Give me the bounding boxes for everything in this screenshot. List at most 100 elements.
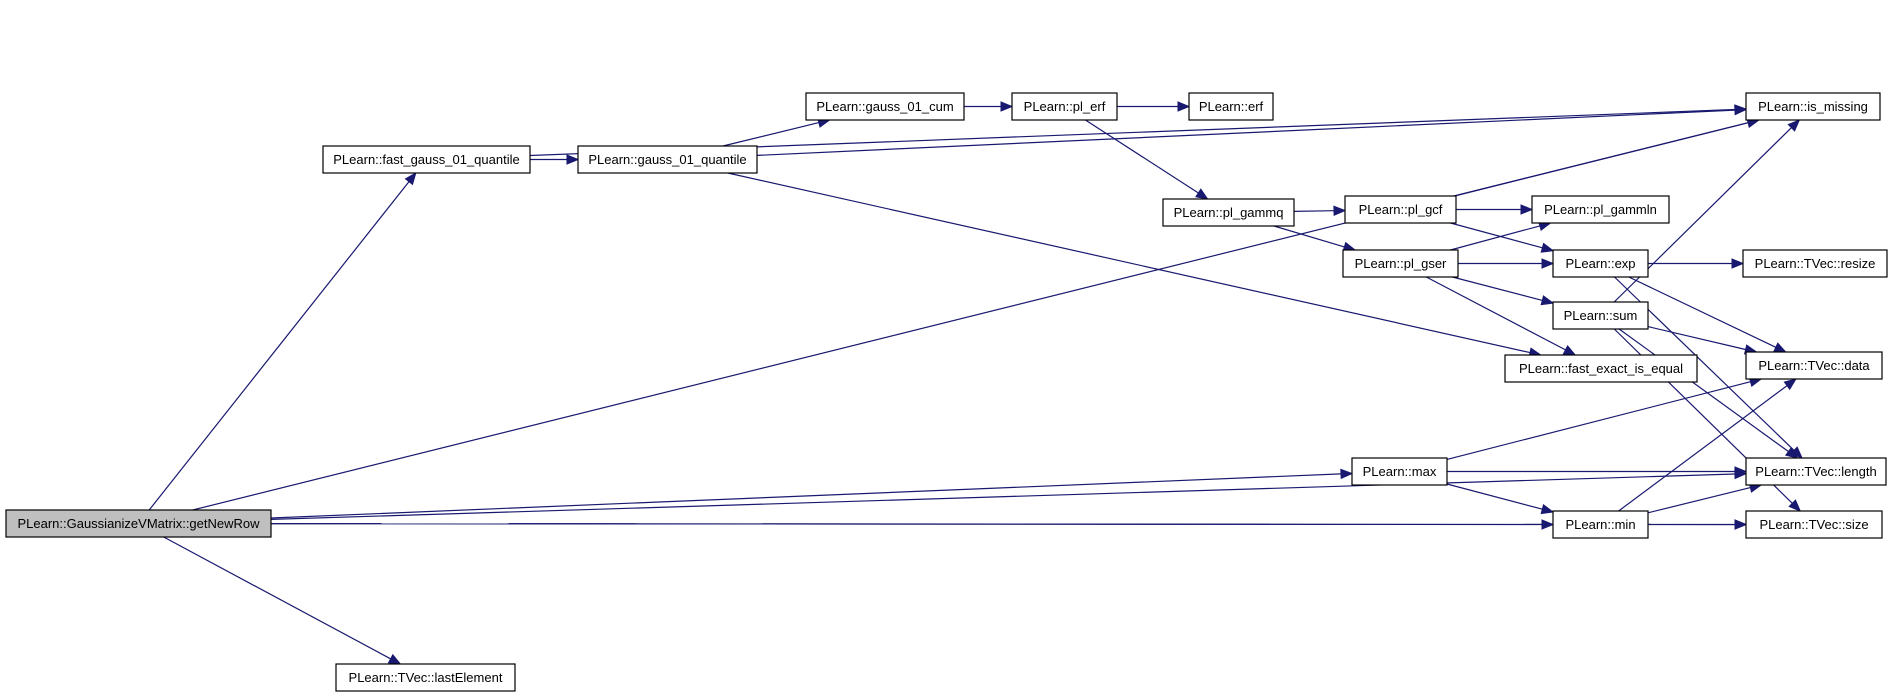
node-tvec_data[interactable]: PLearn::TVec::data [1745,351,1883,380]
arrowhead-is_missing-from-gauss_01_quantile [1734,104,1748,116]
node-label-pl_gammln: PLearn::pl_gammln [1544,202,1657,217]
arrowhead-fast_exact_is_equal-from-pl_gser [1562,345,1577,356]
node-label-gauss_01_cum: PLearn::gauss_01_cum [816,99,953,114]
arrowhead-pl_erf-from-gauss_01_cum [1000,101,1014,112]
node-tvec_resize[interactable]: PLearn::TVec::resize [1742,249,1888,278]
node-box-tvec_lastElement[interactable] [335,663,516,692]
node-box-getNewRow[interactable] [5,509,272,538]
node-fast_exact_is_equal[interactable]: PLearn::fast_exact_is_equal [1504,354,1698,383]
nodes-layer: PLearn::GaussianizeVMatrix::getNewRowPLe… [5,92,1888,692]
node-box-tvec_resize[interactable] [1742,249,1888,278]
arrowhead-fast_gauss_01_quantile-from-getNewRow [404,171,417,186]
node-box-erf[interactable] [1188,92,1274,121]
node-label-min: PLearn::min [1565,517,1635,532]
arrowhead-tvec_lastElement-from-getNewRow [387,653,402,665]
arrowhead-max-from-getNewRow [1340,468,1354,480]
edge-pl_gammq-to-pl_gser [1273,225,1345,248]
node-label-gauss_01_quantile: PLearn::gauss_01_quantile [588,152,746,167]
node-box-max[interactable] [1351,457,1448,486]
node-label-sum: PLearn::sum [1564,308,1638,323]
node-label-is_missing: PLearn::is_missing [1758,99,1868,114]
node-box-min[interactable] [1552,510,1649,539]
node-pl_gser[interactable]: PLearn::pl_gser [1342,249,1459,278]
node-label-fast_gauss_01_quantile: PLearn::fast_gauss_01_quantile [333,152,519,167]
node-label-tvec_lastElement: PLearn::TVec::lastElement [349,670,503,685]
node-label-fast_exact_is_equal: PLearn::fast_exact_is_equal [1519,361,1683,376]
node-exp[interactable]: PLearn::exp [1552,249,1649,278]
arrowhead-tvec_length-from-max [1734,466,1748,477]
edge-gauss_01_quantile-to-gauss_01_cum [722,122,820,147]
node-label-erf: PLearn::erf [1199,99,1264,114]
edges-layer [148,101,1803,665]
arrowhead-tvec_data-from-exp [1773,342,1787,353]
node-box-exp[interactable] [1552,249,1649,278]
node-box-is_missing[interactable] [1745,92,1881,121]
arrowhead-gauss_01_quantile-from-fast_gauss_01_quantile [566,154,580,165]
arrowhead-tvec_resize-from-exp [1731,258,1745,269]
edge-pl_erf-to-pl_gammq [1085,119,1199,194]
arrowhead-tvec_size-from-sum [1788,499,1802,512]
node-gauss_01_quantile[interactable]: PLearn::gauss_01_quantile [577,145,758,174]
arrowhead-exp-from-pl_gser [1541,258,1555,269]
node-gauss_01_cum[interactable]: PLearn::gauss_01_cum [805,92,965,121]
node-label-pl_gcf: PLearn::pl_gcf [1359,202,1443,217]
node-box-fast_exact_is_equal[interactable] [1504,354,1698,383]
node-box-tvec_data[interactable] [1745,351,1883,380]
node-erf[interactable]: PLearn::erf [1188,92,1274,121]
node-box-tvec_length[interactable] [1745,457,1887,486]
node-pl_gcf[interactable]: PLearn::pl_gcf [1344,195,1457,224]
node-max[interactable]: PLearn::max [1351,457,1448,486]
edge-max-to-tvec_data [1446,381,1751,460]
node-fast_gauss_01_quantile[interactable]: PLearn::fast_gauss_01_quantile [322,145,531,174]
node-tvec_size[interactable]: PLearn::TVec::size [1745,510,1883,539]
node-getNewRow[interactable]: PLearn::GaussianizeVMatrix::getNewRow [5,509,272,538]
edge-pl_gcf-to-is_missing [1454,122,1749,197]
node-box-pl_gcf[interactable] [1344,195,1457,224]
node-box-gauss_01_cum[interactable] [805,92,965,121]
node-pl_gammln[interactable]: PLearn::pl_gammln [1531,195,1670,224]
arrowhead-pl_gammln-from-pl_gcf [1520,204,1534,215]
node-pl_gammq[interactable]: PLearn::pl_gammq [1162,198,1295,227]
node-box-pl_erf[interactable] [1011,92,1118,121]
arrowhead-sum-from-pl_gser [1540,295,1555,306]
node-box-pl_gammq[interactable] [1162,198,1295,227]
node-box-sum[interactable] [1552,301,1649,330]
edge-pl_gser-to-sum [1452,276,1543,301]
edge-gauss_01_quantile-to-fast_exact_is_equal [727,172,1531,354]
edge-getNewRow-to-fast_gauss_01_quantile [148,181,410,511]
edge-pl_gser-to-pl_gammln [1450,225,1541,251]
arrowhead-pl_gammq-from-pl_erf [1195,188,1209,200]
arrowhead-min-from-max [1540,503,1555,515]
arrowhead-tvec_size-from-min [1734,519,1748,530]
arrowhead-is_missing-from-sum [1787,119,1801,132]
node-label-exp: PLearn::exp [1565,256,1635,271]
node-min[interactable]: PLearn::min [1552,510,1649,539]
edge-pl_gcf-to-exp [1450,222,1543,249]
edge-exp-to-tvec_data [1628,276,1777,348]
edge-getNewRow-to-tvec_size [270,523,1736,526]
node-label-tvec_resize: PLearn::TVec::resize [1755,256,1876,271]
node-is_missing[interactable]: PLearn::is_missing [1745,92,1881,121]
edge-max-to-min [1446,483,1543,510]
node-tvec_lastElement[interactable]: PLearn::TVec::lastElement [335,663,516,692]
node-label-getNewRow: PLearn::GaussianizeVMatrix::getNewRow [17,516,260,531]
node-sum[interactable]: PLearn::sum [1552,301,1649,330]
arrowhead-tvec_data-from-min [1783,378,1797,391]
node-box-fast_gauss_01_quantile[interactable] [322,145,531,174]
edge-min-to-tvec_data [1618,385,1788,512]
node-box-tvec_size[interactable] [1745,510,1883,539]
arrowhead-erf-from-pl_erf [1177,101,1191,112]
node-label-tvec_length: PLearn::TVec::length [1755,464,1876,479]
node-pl_erf[interactable]: PLearn::pl_erf [1011,92,1118,121]
edge-pl_gammq-to-pl_gcf [1293,210,1335,212]
node-box-pl_gammln[interactable] [1531,195,1670,224]
node-box-pl_gser[interactable] [1342,249,1459,278]
edge-getNewRow-to-tvec_length [270,473,1736,520]
node-tvec_length[interactable]: PLearn::TVec::length [1745,457,1887,486]
node-box-gauss_01_quantile[interactable] [577,145,758,174]
node-label-pl_gser: PLearn::pl_gser [1355,256,1447,271]
node-label-max: PLearn::max [1363,464,1437,479]
arrowhead-exp-from-pl_gcf [1540,242,1555,253]
